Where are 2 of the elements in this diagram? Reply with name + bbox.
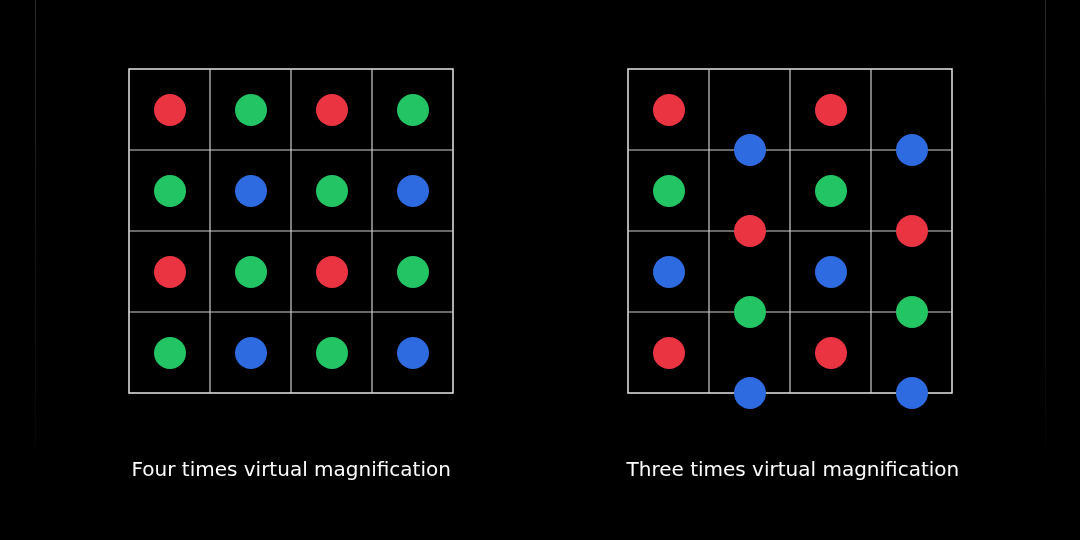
panel-caption: Three times virtual magnification [626,456,960,482]
panel-caption: Four times virtual magnification [131,456,451,482]
